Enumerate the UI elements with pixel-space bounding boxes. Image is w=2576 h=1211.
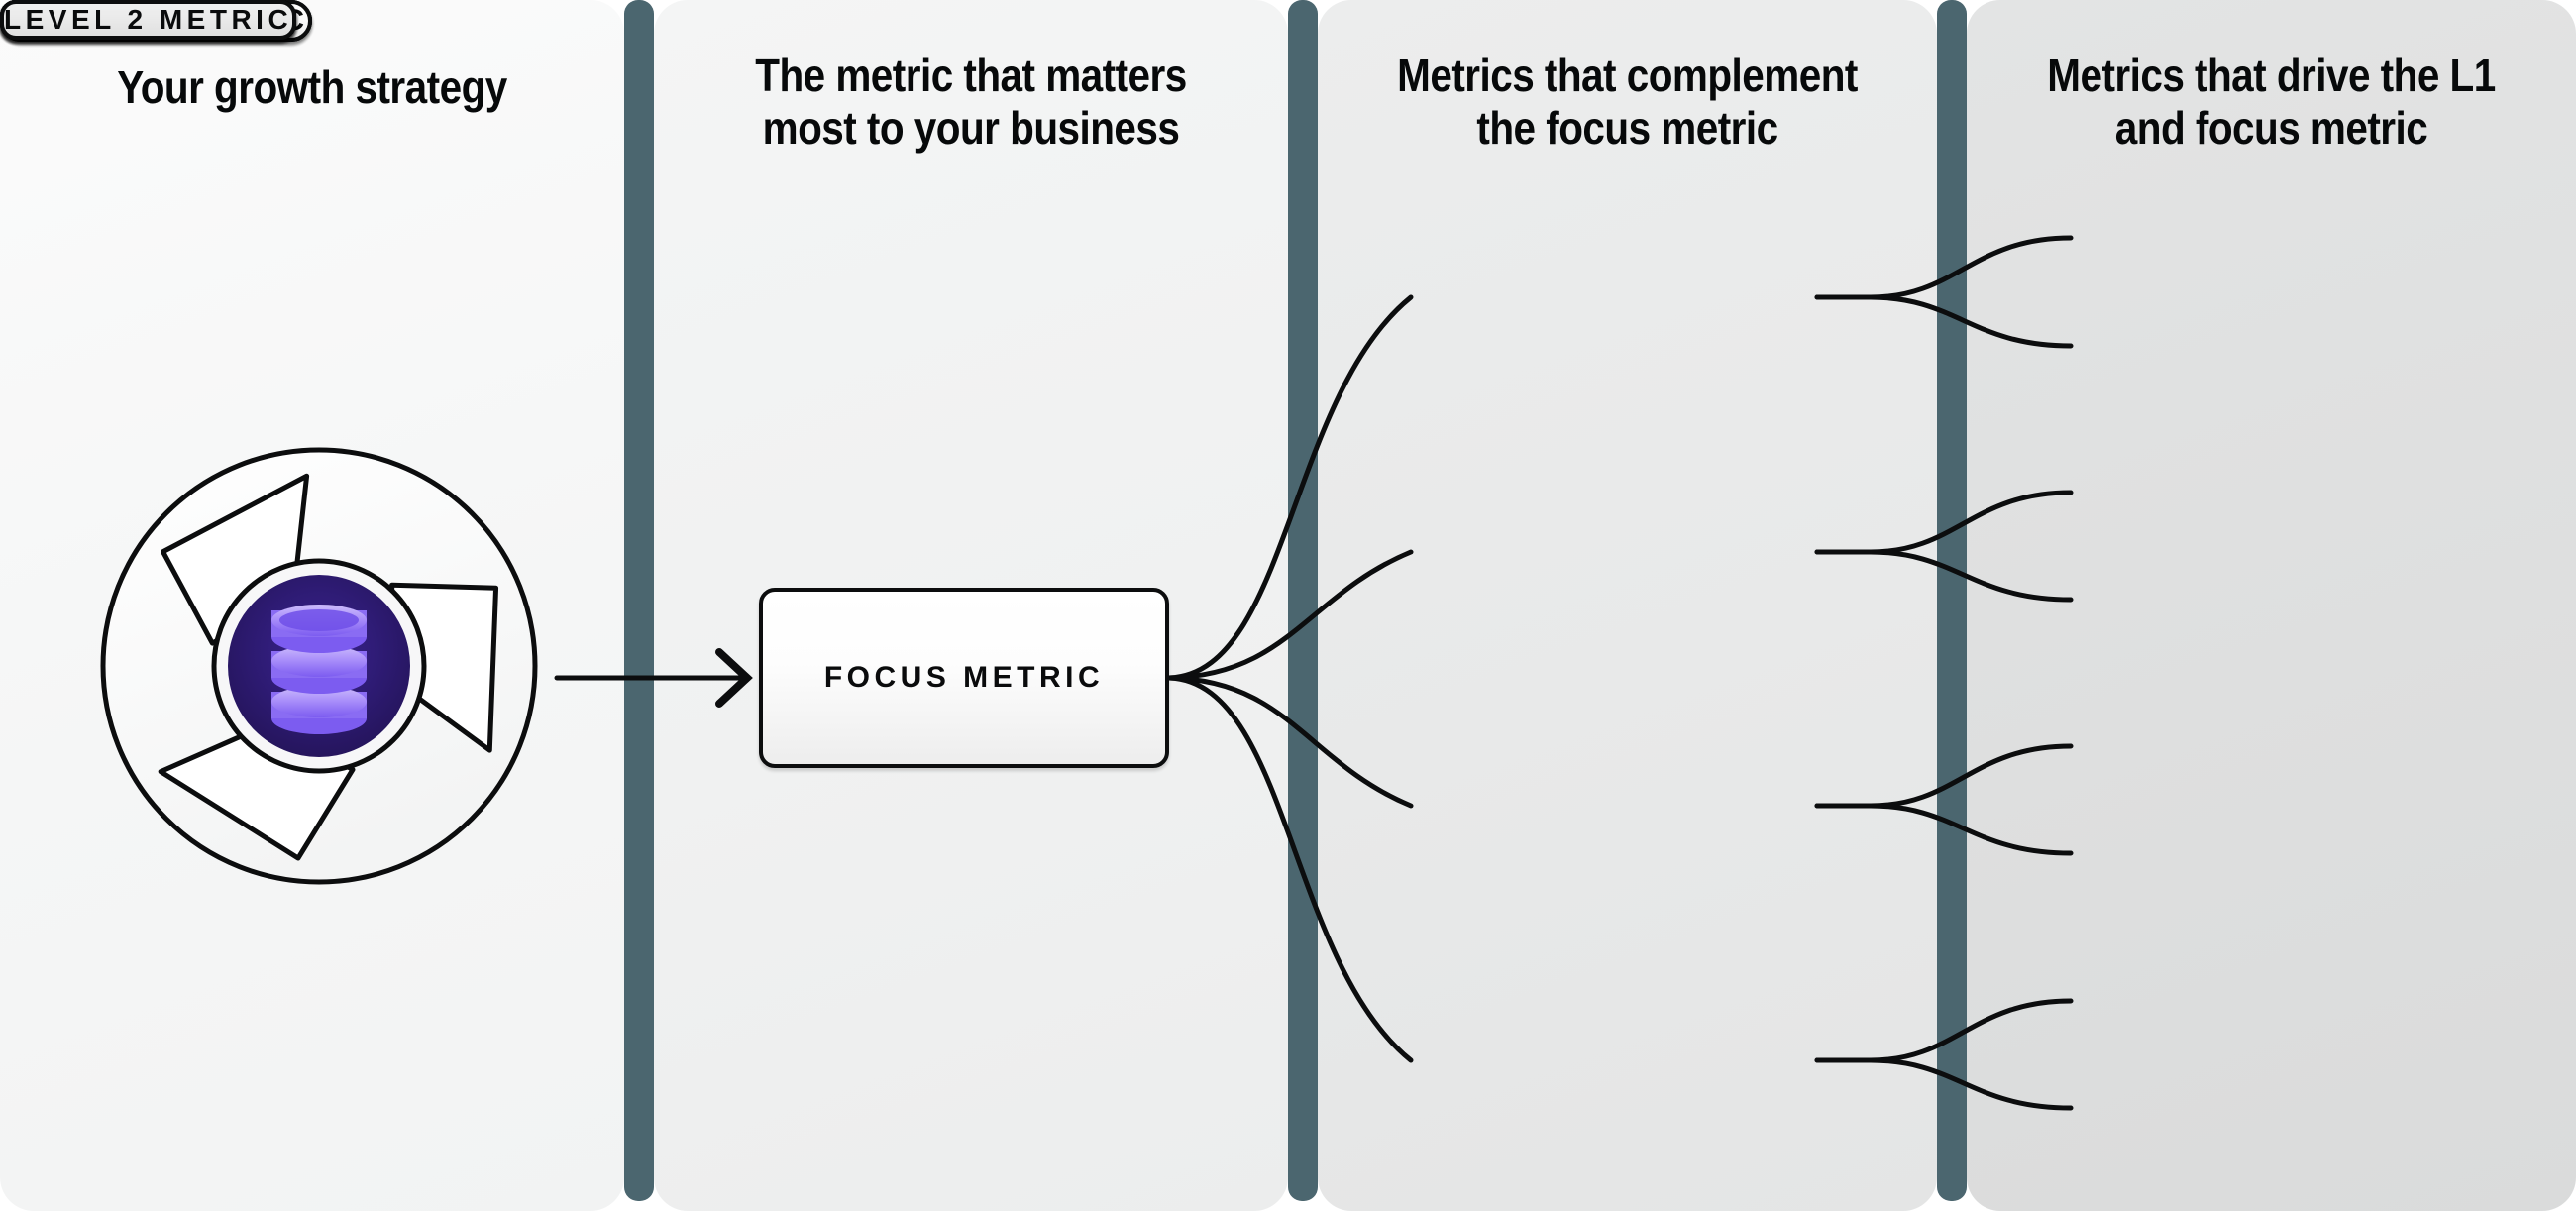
wheel-svg: [100, 447, 538, 885]
focus-metric-label: FOCUS METRIC: [823, 661, 1105, 694]
column-panel-level-2: [1967, 0, 2576, 1211]
database-icon: [271, 605, 367, 734]
column-heading-level-1: Metrics that complement the focus metric: [1397, 50, 1858, 155]
column-heading-focus-metric: The metric that matters most to your bus…: [755, 50, 1187, 155]
growth-strategy-wheel-icon: [81, 428, 557, 904]
level-2-metric-label: LEVEL 2 METRIC: [4, 4, 293, 35]
level-2-metric-box[interactable]: LEVEL 2 METRIC: [0, 0, 297, 40]
column-heading-level-2: Metrics that drive the L1 and focus metr…: [2047, 50, 2496, 155]
column-heading-growth-strategy: Your growth strategy: [117, 61, 507, 113]
focus-metric-box[interactable]: FOCUS METRIC: [759, 588, 1169, 768]
column-divider-2: [1288, 0, 1318, 1201]
column-panel-level-1: [1318, 0, 1937, 1211]
column-divider-3: [1937, 0, 1967, 1201]
column-divider-1: [624, 0, 654, 1201]
